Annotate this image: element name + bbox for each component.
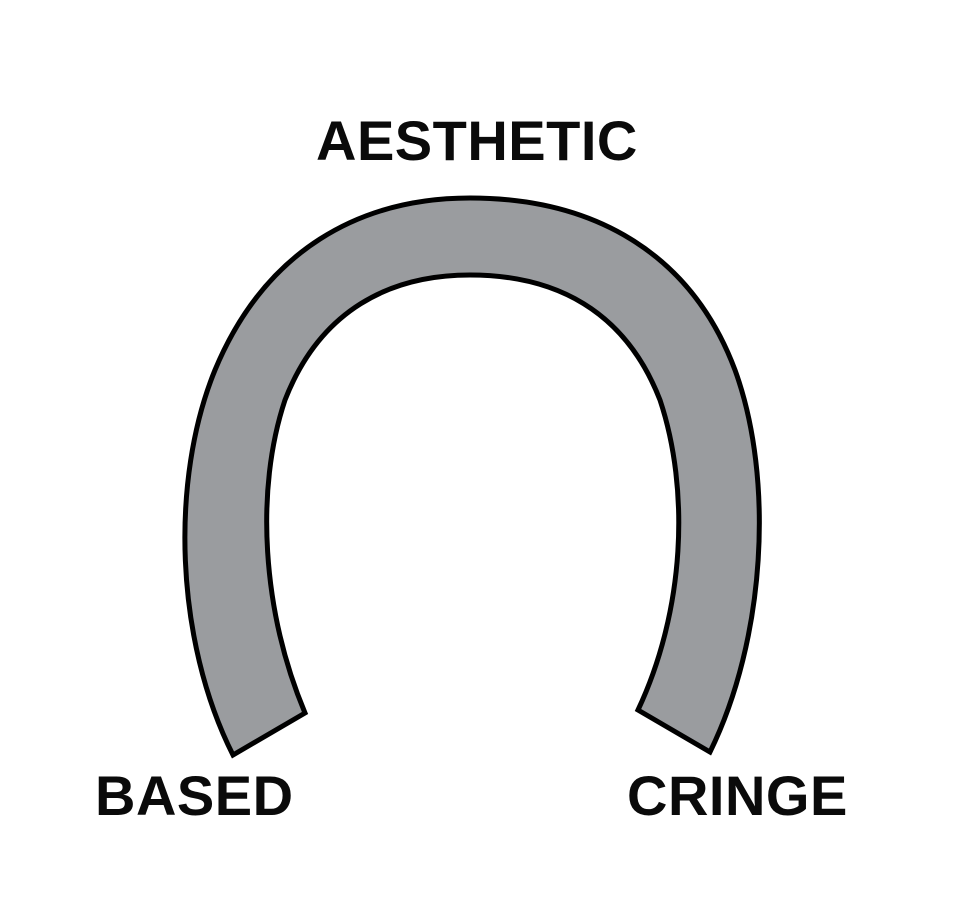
- label-cringe: CRINGE: [627, 764, 848, 827]
- arch-path: [182, 195, 762, 759]
- label-based: BASED: [95, 764, 294, 827]
- label-aesthetic: AESTHETIC: [316, 109, 638, 172]
